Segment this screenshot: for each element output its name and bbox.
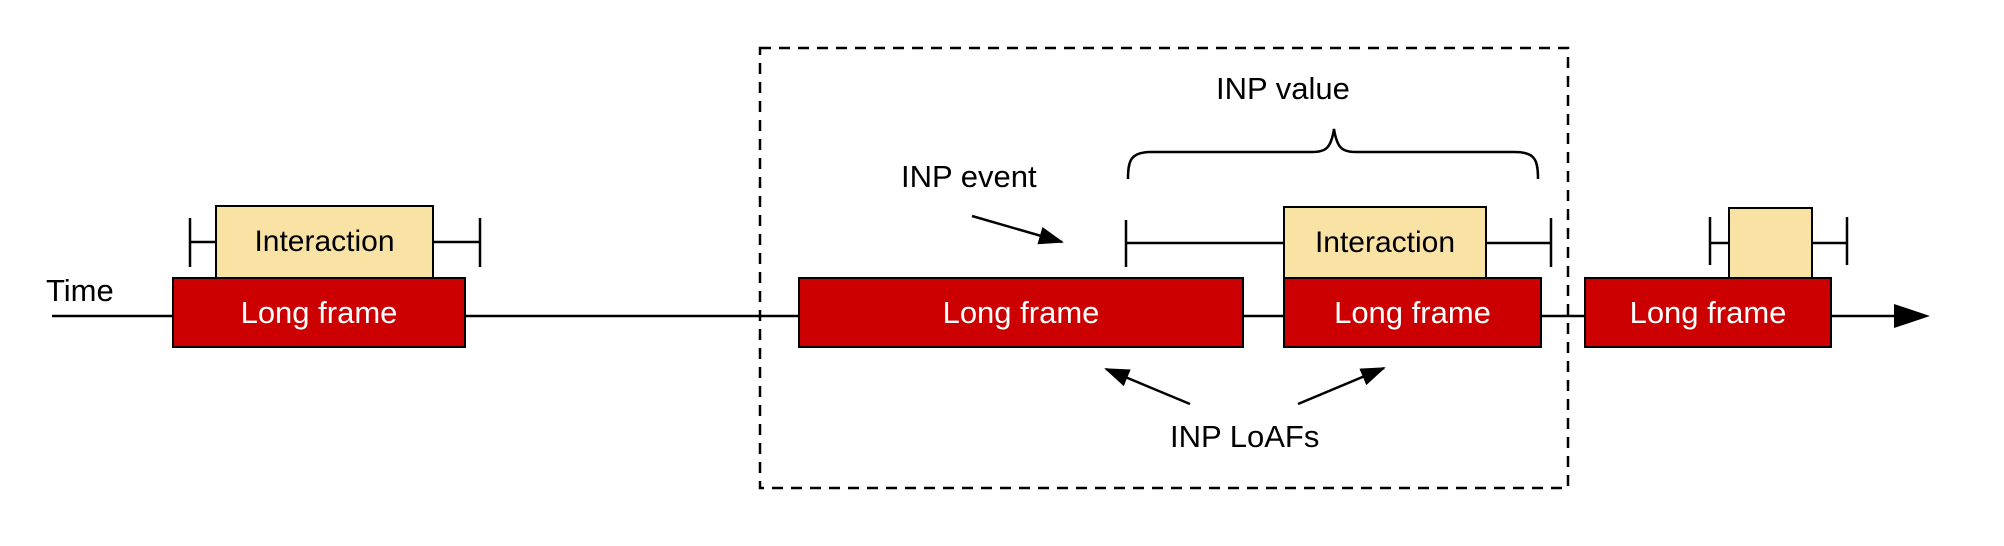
interaction-span-ticks-3 — [1708, 217, 1849, 265]
inp-loafs-arrow-left-icon — [1104, 367, 1191, 406]
inp-loafs-arrow-right-icon — [1297, 366, 1386, 406]
inp-loafs-label: INP LoAFs — [1170, 419, 1320, 454]
inp-value-brace-icon — [1126, 128, 1540, 180]
timeline-arrowhead-icon — [1894, 304, 1930, 328]
inp-value-label: INP value — [1216, 71, 1350, 106]
long-frame-box-1: Long frame — [172, 277, 466, 348]
interaction-box-2: Interaction — [1283, 206, 1487, 279]
long-frame-box-4: Long frame — [1584, 277, 1832, 348]
interaction-span-ticks-1 — [188, 218, 482, 267]
interaction-span-ticks-2 — [1124, 218, 1553, 267]
long-frame-box-3: Long frame — [1283, 277, 1542, 348]
inp-event-arrow-icon — [971, 214, 1064, 245]
interaction-box-3 — [1728, 207, 1813, 279]
long-frame-box-2: Long frame — [798, 277, 1244, 348]
inp-event-label: INP event — [901, 159, 1037, 194]
time-axis-label: Time — [46, 273, 114, 308]
interaction-box-1: Interaction — [215, 205, 434, 279]
dashed-region-outline — [758, 46, 1570, 490]
